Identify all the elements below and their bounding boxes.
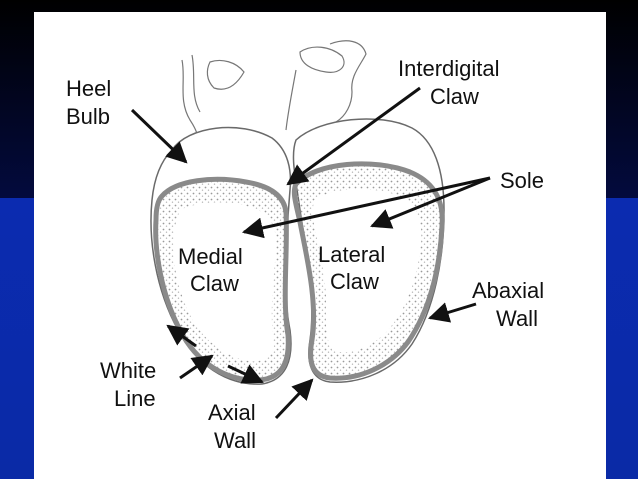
lateral-claw-label: Lateral Claw xyxy=(318,242,391,294)
white-line-arrow xyxy=(179,354,214,380)
heel-bulb-arrow xyxy=(130,108,188,164)
abaxial-wall-arrow xyxy=(427,302,477,323)
heel-bulb-label: Heel Bulb xyxy=(66,76,117,129)
axial-wall-label: Axial Wall xyxy=(208,400,262,453)
interdigital-claw-label: Interdigital Claw xyxy=(398,56,506,109)
lateral-claw-shape xyxy=(291,118,445,383)
pointer-arrows xyxy=(130,86,491,420)
white-line-bracket-arrow-2 xyxy=(227,364,264,384)
medial-claw-label: Medial Claw xyxy=(178,244,249,296)
sole-label: Sole xyxy=(500,168,544,193)
leg-sketch xyxy=(181,40,367,151)
sole-arrow-lateral xyxy=(370,176,491,229)
abaxial-wall-label: Abaxial Wall xyxy=(472,278,550,331)
sole-arrow-medial xyxy=(241,176,491,239)
axial-wall-arrow xyxy=(274,378,314,420)
medial-claw-shape xyxy=(150,126,292,385)
interdigital-claw-arrow xyxy=(286,86,421,186)
white-line-bracket-arrow xyxy=(166,324,197,348)
white-line-label: White Line xyxy=(100,358,162,411)
